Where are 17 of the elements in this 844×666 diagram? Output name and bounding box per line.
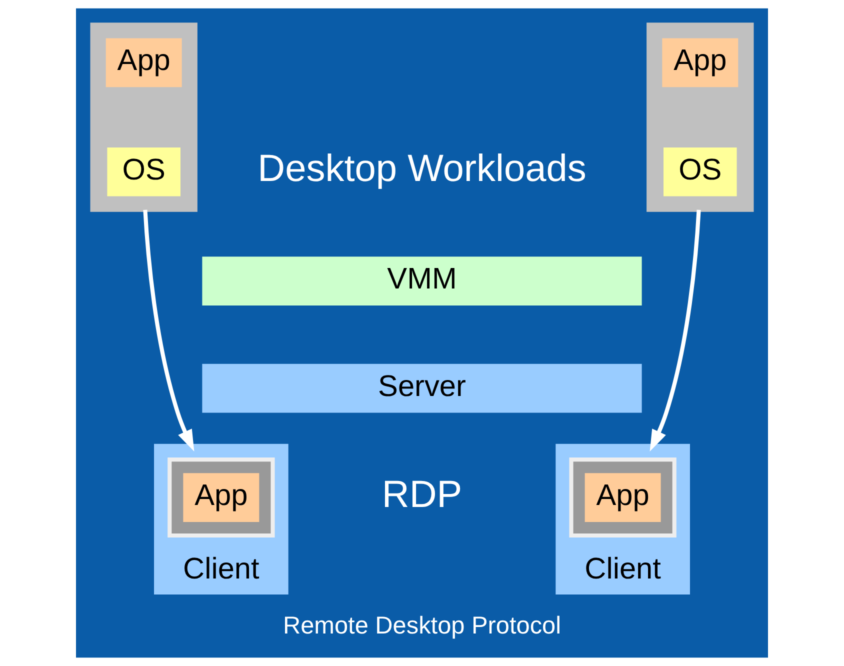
arrow — [650, 210, 701, 452]
label: Desktop Workloads — [258, 148, 586, 190]
node-box: App — [584, 473, 661, 522]
cluster — [646, 22, 754, 212]
cluster — [569, 457, 676, 538]
node-box: App — [106, 38, 182, 88]
node-box: App — [662, 38, 738, 88]
node-box: App — [183, 473, 260, 522]
node-box: OS — [664, 147, 737, 196]
label: RDP — [382, 474, 462, 516]
cluster — [168, 457, 275, 538]
node-box: Server — [202, 364, 642, 413]
node-box: VMM — [202, 256, 642, 306]
arrow — [143, 210, 194, 452]
label: Remote Desktop Protocol — [282, 612, 562, 640]
cluster — [90, 22, 198, 212]
node-box: OS — [107, 147, 180, 196]
